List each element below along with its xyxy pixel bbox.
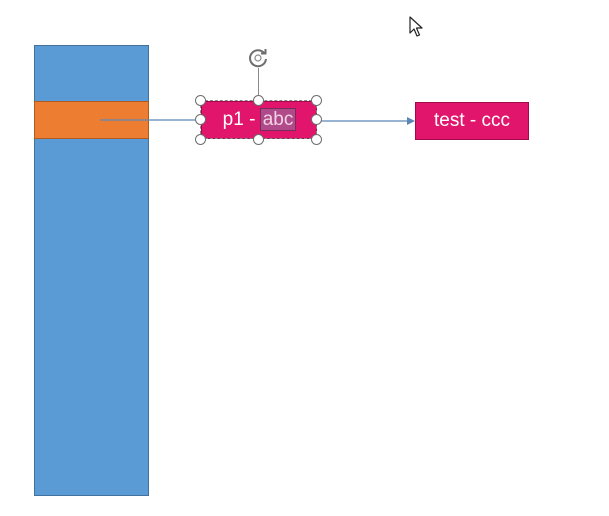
resize-handle-top-center[interactable] — [253, 95, 264, 106]
p1-shape-text-prefix[interactable]: p1 - — [222, 109, 261, 130]
test-ccc-shape[interactable]: test - ccc — [415, 102, 529, 140]
resize-handle-bottom-right[interactable] — [311, 134, 322, 145]
p1-shape-text-selected[interactable]: abc — [259, 108, 297, 131]
test-ccc-shape-text[interactable]: test - ccc — [433, 110, 510, 131]
orange-band-shape[interactable] — [34, 101, 149, 139]
resize-handle-middle-left[interactable] — [195, 114, 206, 125]
mouse-pointer-icon — [409, 16, 423, 37]
resize-handle-top-left[interactable] — [195, 95, 206, 106]
resize-handle-top-right[interactable] — [311, 95, 322, 106]
resize-handle-bottom-left[interactable] — [195, 134, 206, 145]
resize-handle-middle-right[interactable] — [311, 114, 322, 125]
rotate-stem — [258, 68, 259, 96]
rotate-icon[interactable] — [245, 45, 271, 71]
resize-handle-bottom-center[interactable] — [253, 134, 264, 145]
